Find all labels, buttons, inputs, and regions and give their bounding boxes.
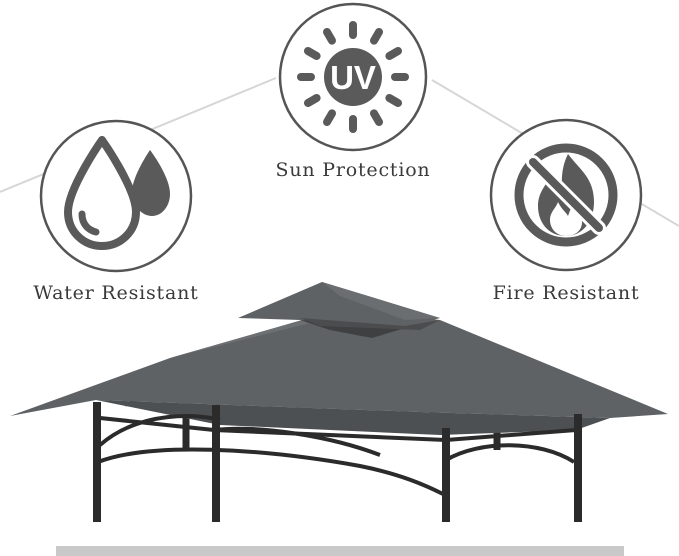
uv-sun-icon: UV [297, 21, 409, 133]
no-fire-icon [514, 143, 618, 247]
water-resistant-label: Water Resistant [33, 282, 199, 304]
sun-protection-label: Sun Protection [275, 159, 431, 181]
fire-resistant-label: Fire Resistant [492, 282, 640, 304]
upper-canopy [238, 282, 440, 328]
uv-badge-text: UV [330, 59, 376, 96]
fire-resistant-badge [489, 118, 643, 272]
gazebo-canopy-illustration [10, 282, 668, 522]
water-resistant-badge [39, 119, 193, 273]
bottom-divider-bar [56, 546, 624, 556]
sun-protection-badge: UV [278, 2, 428, 152]
lower-canopy [10, 312, 668, 418]
water-drops-icon [64, 136, 170, 250]
